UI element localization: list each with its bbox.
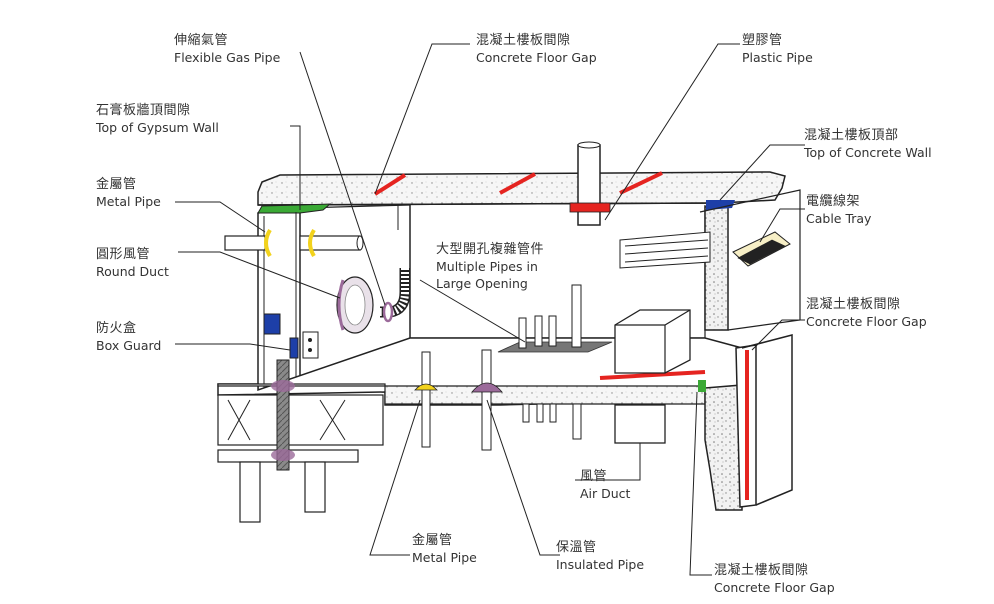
box-guard-shape	[263, 313, 319, 359]
label-concrete-floor-gap-right: 混凝土樓板間隙 Concrete Floor Gap	[806, 296, 927, 330]
label-cable-tray: 電纜線架 Cable Tray	[806, 193, 871, 227]
label-zh: 伸縮氣管	[174, 33, 229, 48]
label-round-duct: 圓形風管 Round Duct	[96, 246, 169, 280]
concrete-column-lower	[698, 189, 801, 511]
label-zh: 混凝土樓板頂部	[804, 128, 899, 143]
multiple-pipes-shape	[497, 284, 613, 440]
label-en: Concrete Floor Gap	[806, 314, 927, 329]
ceiling-fire-seal-3	[619, 171, 663, 195]
label-zh: 大型開孔複雜管件	[436, 242, 545, 257]
metal-pipes-horizontal	[224, 228, 364, 258]
vertical-pipe-left	[271, 359, 295, 471]
label-en: Plastic Pipe	[742, 50, 813, 65]
flexible-gas-pipe-shape	[380, 268, 411, 323]
label-zh: 塑膠管	[742, 33, 783, 48]
air-duct-shape	[614, 309, 691, 444]
label-en: Metal Pipe	[96, 194, 161, 209]
ceiling-fire-seal-1	[373, 173, 407, 196]
label-top-of-concrete-wall: 混凝土樓板頂部 Top of Concrete Wall	[804, 127, 932, 161]
ceiling-fire-seal-2	[499, 172, 536, 195]
label-zh: 防火盒	[96, 321, 137, 336]
label-en: Concrete Floor Gap	[714, 580, 835, 595]
label-en: Cable Tray	[806, 211, 872, 226]
floor-fire-seal	[599, 370, 706, 380]
floor-edge-seal	[698, 380, 706, 392]
label-flexible-gas-pipe: 伸縮氣管 Flexible Gas Pipe	[174, 32, 280, 66]
round-duct-shape	[336, 276, 374, 334]
label-zh: 混凝土樓板間隙	[714, 563, 809, 578]
leader-lines	[175, 43, 805, 576]
cable-tray-shape	[619, 231, 791, 269]
label-concrete-floor-gap-top: 混凝土樓板間隙 Concrete Floor Gap	[476, 32, 597, 66]
label-en: Box Guard	[96, 338, 162, 353]
label-zh: 金屬管	[412, 533, 453, 548]
gypsum-top-seal	[257, 203, 332, 214]
label-zh: 圓形風管	[96, 247, 151, 262]
label-en: Round Duct	[96, 264, 169, 279]
label-box-guard: 防火盒 Box Guard	[96, 320, 161, 354]
label-insulated-pipe: 保溫管 Insulated Pipe	[556, 539, 644, 573]
label-metal-pipe-left: 金屬管 Metal Pipe	[96, 176, 161, 210]
concrete-wall-right	[704, 200, 735, 331]
floor-pipes	[414, 349, 503, 451]
plastic-pipe-shape	[569, 141, 611, 226]
steel-beams	[217, 394, 384, 523]
floor-slab	[217, 337, 743, 406]
label-zh: 金屬管	[96, 177, 137, 192]
label-zh: 保溫管	[556, 540, 597, 555]
ceiling-slab	[257, 171, 786, 206]
label-zh: 石膏板牆頂間隙	[96, 103, 191, 118]
label-en: Top of Gypsum Wall	[96, 120, 219, 135]
label-plastic-pipe: 塑膠管 Plastic Pipe	[742, 32, 813, 66]
label-multiple-pipes: 大型開孔複雜管件 Multiple Pipes in Large Opening	[436, 241, 544, 292]
label-en: Metal Pipe	[412, 550, 477, 565]
label-zh: 混凝土樓板間隙	[476, 33, 571, 48]
label-zh: 混凝土樓板間隙	[806, 297, 901, 312]
label-air-duct: 風管 Air Duct	[580, 468, 630, 502]
label-en-line1: Multiple Pipes in	[436, 259, 538, 274]
label-metal-pipe-bottom: 金屬管 Metal Pipe	[412, 532, 477, 566]
label-zh: 風管	[580, 469, 608, 484]
label-en: Insulated Pipe	[556, 557, 645, 572]
label-zh: 電纜線架	[806, 194, 861, 209]
label-en: Flexible Gas Pipe	[174, 50, 281, 65]
label-en: Top of Concrete Wall	[804, 145, 932, 160]
label-top-of-gypsum-wall: 石膏板牆頂間隙 Top of Gypsum Wall	[96, 102, 219, 136]
label-concrete-floor-gap-bottom: 混凝土樓板間隙 Concrete Floor Gap	[714, 562, 835, 596]
label-en-line2: Large Opening	[436, 276, 528, 291]
label-en: Air Duct	[580, 486, 631, 501]
concrete-wall-top-seal	[706, 200, 735, 210]
label-en: Concrete Floor Gap	[476, 50, 597, 65]
